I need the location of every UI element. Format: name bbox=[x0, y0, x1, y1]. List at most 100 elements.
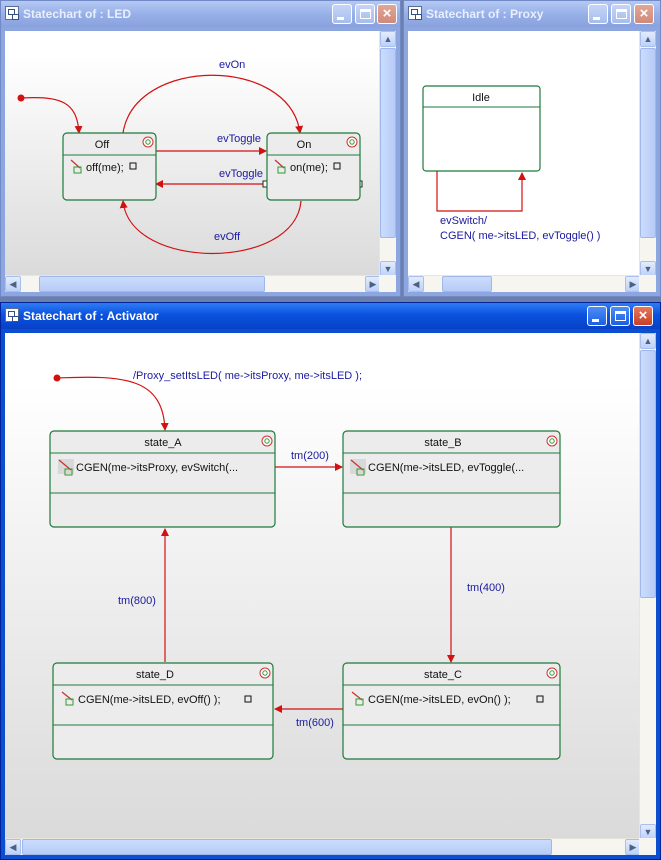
state-d-action: CGEN(me->itsLED, evOff() ); bbox=[78, 694, 221, 706]
close-icon: × bbox=[639, 5, 649, 22]
horizontal-scrollbar[interactable]: ◀ ▶ bbox=[5, 838, 641, 855]
state-a-action: CGEN(me->itsProxy, evSwitch(... bbox=[76, 462, 238, 474]
state-on-action: on(me); bbox=[290, 162, 328, 174]
state-a[interactable]: state_A CGEN(me->itsProxy, evSwitch(... bbox=[49, 430, 276, 528]
scroll-thumb[interactable] bbox=[442, 276, 492, 292]
reaction-icon bbox=[142, 136, 154, 148]
scroll-thumb[interactable] bbox=[22, 839, 552, 855]
action-expand-box[interactable] bbox=[244, 695, 252, 703]
scroll-up-button[interactable]: ▲ bbox=[640, 31, 656, 47]
initial-transition[interactable] bbox=[56, 376, 169, 431]
scroll-thumb[interactable] bbox=[640, 48, 656, 238]
activator-titlebar[interactable]: Statechart of : Activator × bbox=[1, 303, 660, 329]
led-statechart-window[interactable]: Statechart of : LED × bbox=[0, 0, 401, 297]
statechart-icon bbox=[5, 308, 19, 322]
transition-evswitch[interactable] bbox=[436, 171, 526, 212]
minimize-button[interactable] bbox=[332, 4, 352, 24]
size-grip bbox=[639, 275, 656, 292]
maximize-button[interactable] bbox=[355, 4, 375, 24]
state-c-name: state_C bbox=[424, 669, 462, 681]
proxy-client-area: Idle evSwitch/ CGEN( me->itsLED, evToggl… bbox=[408, 31, 656, 292]
horizontal-scrollbar[interactable]: ◀ ▶ bbox=[408, 275, 641, 292]
proxy-window-title: Statechart of : Proxy bbox=[426, 7, 544, 21]
action-icon bbox=[58, 459, 74, 476]
state-b[interactable]: state_B CGEN(me->itsLED, evToggle(... bbox=[342, 430, 561, 528]
action-icon bbox=[61, 691, 74, 706]
transition-evoff[interactable] bbox=[119, 200, 302, 255]
horizontal-scrollbar[interactable]: ◀ ▶ bbox=[5, 275, 381, 292]
scroll-thumb[interactable] bbox=[640, 350, 656, 598]
label-tm200[interactable]: tm(200) bbox=[291, 450, 329, 462]
minimize-icon bbox=[337, 17, 344, 20]
state-off-name: Off bbox=[95, 139, 110, 151]
minimize-button[interactable] bbox=[587, 306, 607, 326]
action-expand-box[interactable] bbox=[333, 162, 341, 170]
vertical-scrollbar[interactable]: ▲ ▼ bbox=[379, 31, 396, 277]
proxy-diagram-canvas[interactable]: Idle evSwitch/ CGEN( me->itsLED, evToggl… bbox=[408, 31, 641, 277]
state-off-action: off(me); bbox=[86, 162, 124, 174]
scroll-left-button[interactable]: ◀ bbox=[5, 276, 21, 292]
label-tm400[interactable]: tm(400) bbox=[467, 582, 505, 594]
label-cgen-evtoggle[interactable]: CGEN( me->itsLED, evToggle() ) bbox=[440, 230, 600, 242]
vertical-scrollbar[interactable]: ▲ ▼ bbox=[639, 31, 656, 277]
state-a-name: state_A bbox=[144, 437, 182, 449]
led-window-title: Statechart of : LED bbox=[23, 7, 132, 21]
vertical-scrollbar[interactable]: ▲ ▼ bbox=[639, 333, 656, 840]
label-tm800[interactable]: tm(800) bbox=[118, 595, 156, 607]
label-evoff[interactable]: evOff bbox=[214, 231, 241, 243]
label-tm600[interactable]: tm(600) bbox=[296, 717, 334, 729]
scroll-up-button[interactable]: ▲ bbox=[640, 333, 656, 349]
activator-statechart-window[interactable]: Statechart of : Activator × /Proxy_setIt… bbox=[0, 302, 661, 860]
led-diagram-canvas[interactable]: Off off(me); On on(me); evOn bbox=[5, 31, 381, 277]
activator-window-title: Statechart of : Activator bbox=[23, 309, 159, 323]
scroll-left-button[interactable]: ◀ bbox=[408, 276, 424, 292]
state-d[interactable]: state_D CGEN(me->itsLED, evOff() ); bbox=[52, 662, 274, 760]
reaction-icon bbox=[259, 667, 271, 679]
label-evon[interactable]: evOn bbox=[219, 59, 245, 71]
close-icon: × bbox=[382, 5, 392, 22]
reaction-icon bbox=[546, 667, 558, 679]
proxy-titlebar[interactable]: Statechart of : Proxy × bbox=[404, 1, 660, 27]
state-c[interactable]: state_C CGEN(me->itsLED, evOn() ); bbox=[342, 662, 561, 760]
state-idle-name: Idle bbox=[472, 92, 490, 104]
maximize-button[interactable] bbox=[610, 306, 630, 326]
scroll-thumb[interactable] bbox=[380, 48, 396, 238]
statechart-icon bbox=[408, 6, 422, 20]
scroll-up-button[interactable]: ▲ bbox=[380, 31, 396, 47]
size-grip bbox=[379, 275, 396, 292]
led-diagram: Off off(me); On on(me); evOn bbox=[17, 59, 363, 255]
label-evtoggle-1[interactable]: evToggle bbox=[217, 133, 261, 145]
initial-transition[interactable] bbox=[20, 97, 83, 134]
action-icon bbox=[351, 691, 364, 706]
activator-diagram: /Proxy_setItsLED( me->itsProxy, me->itsL… bbox=[49, 370, 561, 760]
maximize-icon bbox=[616, 9, 627, 19]
action-icon bbox=[350, 459, 366, 476]
transition-evon[interactable] bbox=[122, 74, 304, 134]
state-b-name: state_B bbox=[424, 437, 461, 449]
close-button[interactable]: × bbox=[377, 4, 397, 24]
state-b-action: CGEN(me->itsLED, evToggle(... bbox=[368, 462, 524, 474]
scroll-left-button[interactable]: ◀ bbox=[5, 839, 21, 855]
close-button[interactable]: × bbox=[634, 4, 654, 24]
proxy-statechart-window[interactable]: Statechart of : Proxy × Idle evSwitch/ C bbox=[403, 0, 661, 297]
state-c-action: CGEN(me->itsLED, evOn() ); bbox=[368, 694, 511, 706]
minimize-button[interactable] bbox=[588, 4, 608, 24]
maximize-button[interactable] bbox=[611, 4, 631, 24]
state-d-name: state_D bbox=[136, 669, 174, 681]
action-expand-box[interactable] bbox=[129, 162, 137, 170]
close-button[interactable]: × bbox=[633, 306, 653, 326]
label-evtoggle-2[interactable]: evToggle bbox=[219, 168, 263, 180]
close-icon: × bbox=[638, 307, 648, 324]
scroll-thumb[interactable] bbox=[39, 276, 265, 292]
state-idle[interactable]: Idle bbox=[422, 85, 541, 172]
state-off[interactable]: Off off(me); bbox=[62, 132, 157, 201]
action-icon bbox=[70, 159, 82, 174]
activator-diagram-canvas[interactable]: /Proxy_setItsLED( me->itsProxy, me->itsL… bbox=[5, 333, 641, 840]
label-default-action[interactable]: /Proxy_setItsLED( me->itsProxy, me->itsL… bbox=[133, 370, 362, 382]
minimize-icon bbox=[593, 17, 600, 20]
action-expand-box[interactable] bbox=[536, 695, 544, 703]
state-on[interactable]: On on(me); bbox=[266, 132, 361, 201]
reaction-icon bbox=[546, 435, 558, 447]
label-evswitch[interactable]: evSwitch/ bbox=[440, 215, 488, 227]
led-titlebar[interactable]: Statechart of : LED × bbox=[1, 1, 400, 27]
